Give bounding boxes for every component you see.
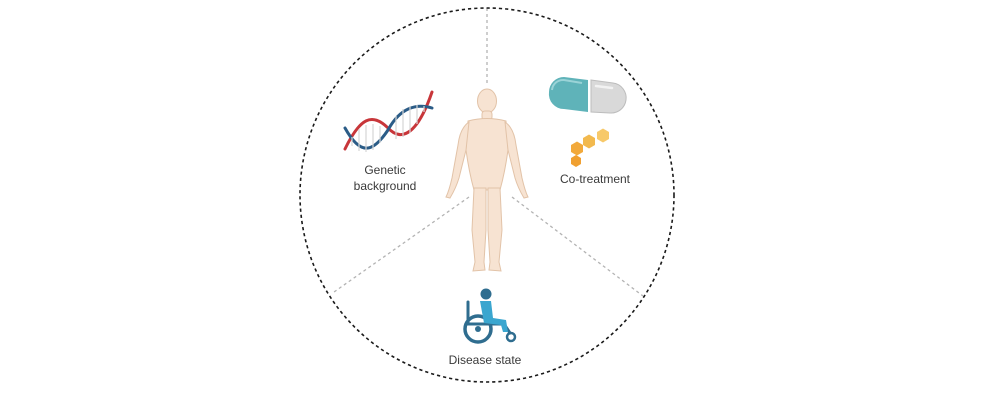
wheelchair-front-wheel (505, 331, 517, 343)
divider-lower-left (333, 196, 470, 293)
divider-lines (333, 8, 644, 297)
capsule-icon (548, 77, 627, 114)
genetic-background-label: Genetic background (330, 162, 440, 194)
disease-state-label: Disease state (448, 353, 522, 367)
dna-icon (343, 90, 434, 152)
divider-lower-right (511, 196, 644, 297)
body-right-arm (504, 120, 529, 199)
body-left-leg (471, 187, 487, 272)
human-body-icon (445, 88, 529, 272)
capsule-grey-half (590, 79, 627, 114)
outer-dashed-circle (299, 7, 675, 383)
co-treatment-label: Co-treatment (559, 172, 631, 186)
wheelchair-icon (463, 288, 517, 344)
body-left-arm (445, 120, 470, 199)
person-head (480, 288, 492, 300)
molecule-icon (571, 128, 609, 167)
genetic-label-line1: Genetic (364, 163, 406, 177)
body-head (477, 88, 497, 114)
body-right-leg (487, 187, 503, 272)
capsule-teal-half (548, 77, 588, 112)
genetic-label-line2: background (353, 179, 417, 193)
body-torso (465, 118, 509, 191)
wheelchair-rear-wheel (463, 314, 493, 344)
person-body (480, 301, 508, 332)
